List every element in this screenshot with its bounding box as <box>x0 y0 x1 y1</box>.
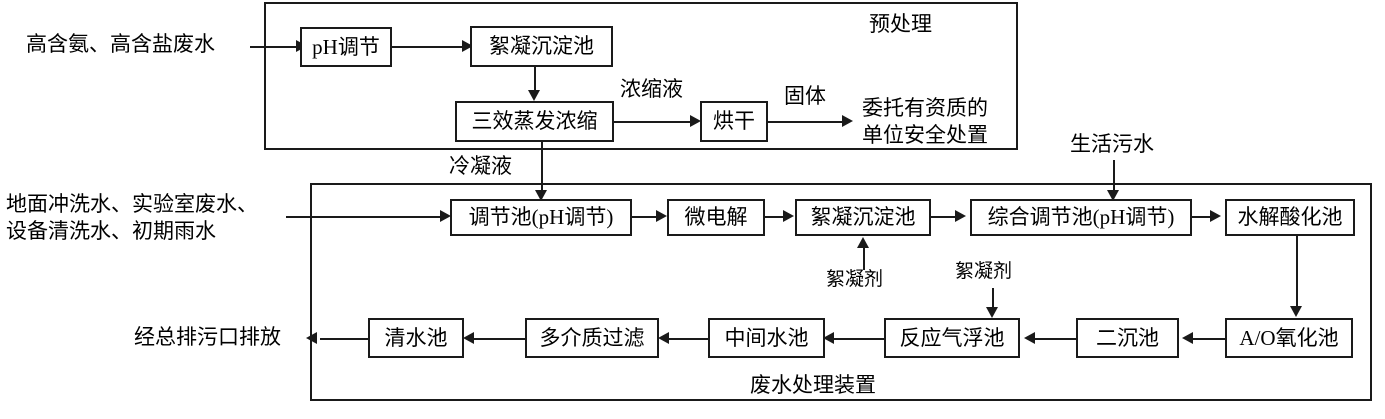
arrowhead-secondary-sed-to-flotation <box>1024 332 1035 344</box>
arrowhead-regulating-to-micro-electrolysis <box>656 210 667 222</box>
line-clearwater-to-discharge <box>320 338 368 340</box>
node-floc-sed-tank-1[interactable]: 絮凝沉淀池 <box>470 26 613 67</box>
arrowhead-condensate-to-regulating-tank <box>535 190 547 201</box>
line-regulating-to-micro-electrolysis <box>632 216 660 218</box>
line-flotation-to-intermediate <box>827 338 884 340</box>
line-flocculant-1-vertical <box>863 248 865 270</box>
node-ao-oxidation[interactable]: A/O氧化池 <box>1225 318 1353 358</box>
arrowhead-floc-sed-2-to-integrated-tank <box>955 210 966 222</box>
line-floc-sed-1-to-evaporator <box>534 67 536 91</box>
node-hydrolysis-acidification[interactable]: 水解酸化池 <box>1225 199 1355 236</box>
line-evaporator-to-drying <box>614 121 692 123</box>
stream-label-flocculant-2: 絮凝剂 <box>955 261 1013 282</box>
node-intermediate-tank[interactable]: 中间水池 <box>708 318 825 358</box>
line-ph-adjust-to-floc-sed-1 <box>392 46 464 48</box>
arrowhead-intermediate-to-filter <box>658 332 669 344</box>
arrowhead-misc-input-to-regulating-tank <box>440 210 451 222</box>
node-triple-effect-evaporator[interactable]: 三效蒸发浓缩 <box>455 101 614 142</box>
input-high-ammonia-label: 高含氨、高含盐废水 <box>26 32 215 56</box>
input-misc-wastewater-line1: 地面冲洗水、实验室废水、 <box>6 192 258 216</box>
arrowhead-flotation-to-intermediate <box>823 332 834 344</box>
output-disposal-line2: 单位安全处置 <box>862 123 988 147</box>
group-wastewater-unit-label: 废水处理装置 <box>750 373 876 397</box>
line-input-to-ph-adjust <box>250 46 298 48</box>
node-ph-adjust[interactable]: pH调节 <box>300 27 392 67</box>
line-floc-sed-2-to-integrated-tank <box>931 216 959 218</box>
line-condensate-vertical <box>541 142 543 193</box>
stream-label-concentrate: 浓缩液 <box>620 77 683 101</box>
arrowhead-floc-sed-1-to-evaporator <box>528 90 540 101</box>
arrowhead-integrated-tank-to-hydrolysis <box>1210 210 1221 222</box>
line-micro-electrolysis-to-floc-sed-2 <box>765 216 787 218</box>
line-filter-to-clearwater <box>467 338 525 340</box>
stream-label-solid: 固体 <box>784 84 826 108</box>
line-hydrolysis-to-ao <box>1296 236 1298 308</box>
node-floc-sed-tank-2[interactable]: 絮凝沉淀池 <box>795 199 931 236</box>
line-ao-to-secondary-sed <box>1186 338 1225 340</box>
node-drying[interactable]: 烘干 <box>700 101 768 142</box>
input-domestic-sewage-label: 生活污水 <box>1070 132 1154 156</box>
arrowhead-ao-to-secondary-sed <box>1182 332 1193 344</box>
group-wastewater-unit <box>310 183 1372 401</box>
node-regulating-tank[interactable]: 调节池(pH调节) <box>450 199 632 236</box>
arrowhead-filter-to-clearwater <box>463 332 474 344</box>
output-final-discharge-label: 经总排污口排放 <box>134 325 281 349</box>
line-intermediate-to-filter <box>662 338 708 340</box>
arrowhead-flocculant-1-to-floc-sed-2 <box>857 237 869 248</box>
arrowhead-micro-electrolysis-to-floc-sed-2 <box>783 210 794 222</box>
group-pretreatment-label: 预处理 <box>869 12 932 36</box>
line-integrated-tank-to-hydrolysis <box>1192 216 1214 218</box>
input-misc-wastewater-line2: 设备清洗水、初期雨水 <box>6 219 216 243</box>
arrowhead-evaporator-to-drying <box>690 115 701 127</box>
line-secondary-sed-to-flotation <box>1028 338 1076 340</box>
node-secondary-sed-tank[interactable]: 二沉池 <box>1076 318 1179 358</box>
node-reaction-flotation-tank[interactable]: 反应气浮池 <box>884 318 1020 358</box>
node-clearwater-tank[interactable]: 清水池 <box>368 318 464 358</box>
node-micro-electrolysis[interactable]: 微电解 <box>667 199 765 236</box>
stream-label-condensate: 冷凝液 <box>449 154 512 178</box>
arrowhead-domestic-sewage-to-integrated-tank <box>1107 190 1119 201</box>
arrowhead-ph-adjust-to-floc-sed-1 <box>462 40 473 52</box>
line-flocculant-2-vertical <box>992 288 994 310</box>
arrowhead-hydrolysis-to-ao <box>1290 306 1302 317</box>
stream-label-flocculant-1: 絮凝剂 <box>826 269 884 290</box>
group-pretreatment <box>264 2 1018 150</box>
line-drying-to-disposal <box>768 121 844 123</box>
node-multimedia-filter[interactable]: 多介质过滤 <box>525 318 659 358</box>
line-misc-input-to-regulating-tank <box>286 216 442 218</box>
output-disposal-line1: 委托有资质的 <box>862 96 988 120</box>
arrowhead-drying-to-disposal <box>842 115 853 127</box>
arrowhead-clearwater-to-discharge <box>306 332 317 344</box>
arrowhead-flocculant-2-to-flotation-tank <box>986 307 998 318</box>
node-integrated-regulating-tank[interactable]: 综合调节池(pH调节) <box>970 199 1192 236</box>
line-domestic-sewage-vertical <box>1113 160 1115 193</box>
